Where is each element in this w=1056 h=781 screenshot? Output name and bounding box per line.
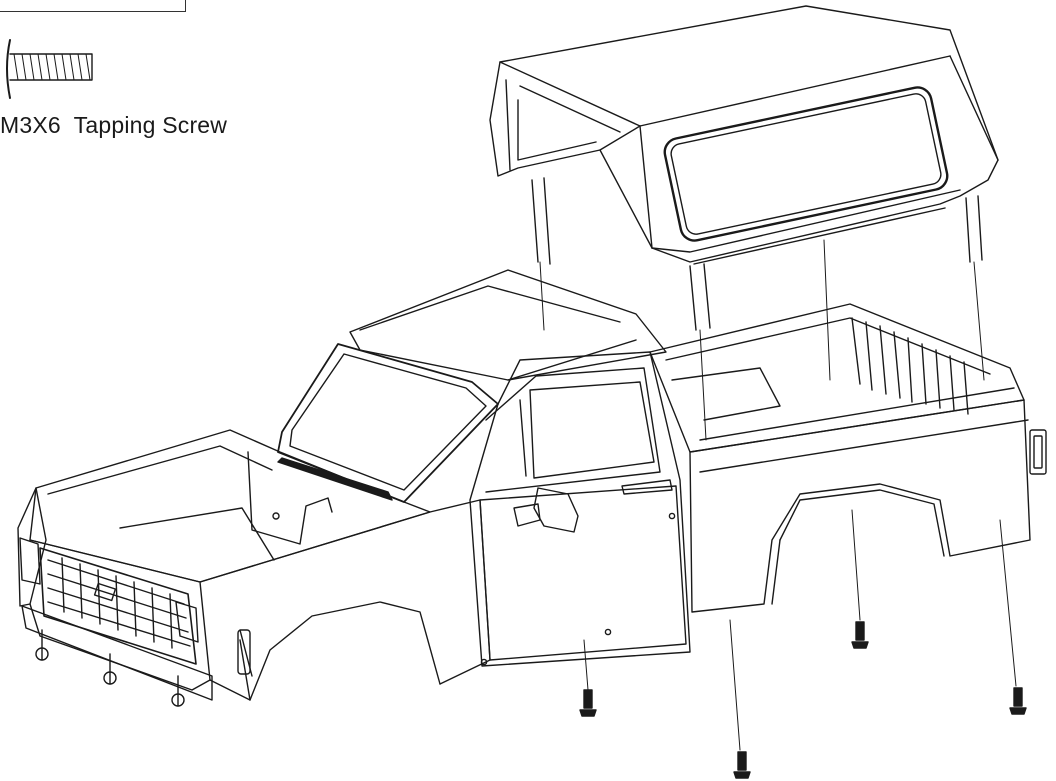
alignment-lines xyxy=(539,239,1017,751)
tapping-screw-4 xyxy=(1009,687,1027,715)
tapping-screw-1 xyxy=(579,689,597,717)
tapping-screw-2 xyxy=(733,751,751,779)
tapping-screw-3 xyxy=(851,621,869,649)
truck-body-shell xyxy=(17,269,1047,707)
camper-top-shell xyxy=(489,5,999,331)
tapping-screw-icon xyxy=(6,39,93,99)
screw-part-label: M3X6 Tapping Screw xyxy=(0,112,228,138)
legend-box xyxy=(0,0,186,12)
